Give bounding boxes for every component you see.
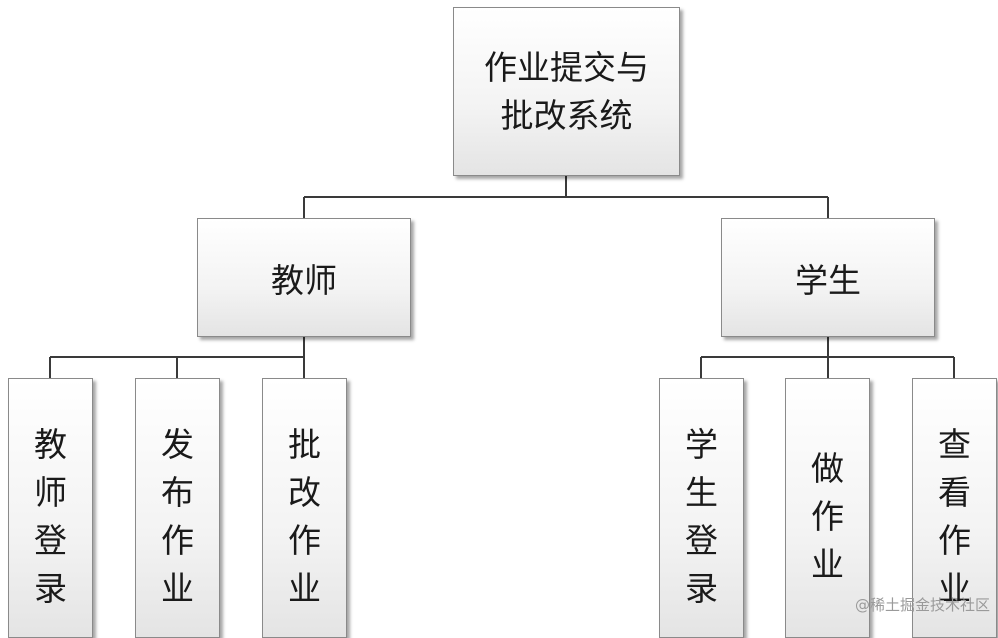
root-node: 作业提交与批改系统 xyxy=(453,7,680,176)
teacher-login-node: 教师登录 xyxy=(8,378,93,638)
grade-homework-label: 批改作业 xyxy=(288,425,321,608)
do-homework-node: 做作业 xyxy=(785,378,870,638)
student-login-label: 学生登录 xyxy=(685,425,718,608)
org-chart: 作业提交与批改系统 教师 学生 教师登录 发布作业 批改作业 学生登录 做作业 … xyxy=(8,7,997,638)
teacher-node: 教师 xyxy=(197,218,411,337)
watermark: @稀土掘金技术社区 xyxy=(854,596,990,614)
publish-homework-label: 发布作业 xyxy=(161,425,194,608)
grade-homework-node: 批改作业 xyxy=(262,378,347,638)
teacher-login-label: 教师登录 xyxy=(34,425,67,608)
student-node: 学生 xyxy=(721,218,935,337)
student-node-label: 学生 xyxy=(795,260,861,300)
do-homework-label: 做作业 xyxy=(811,449,844,584)
root-node-label: 作业提交与批改系统 xyxy=(484,47,649,135)
connector-lines xyxy=(49,176,955,378)
publish-homework-node: 发布作业 xyxy=(135,378,220,638)
view-homework-label: 查看作业 xyxy=(938,425,971,608)
student-login-node: 学生登录 xyxy=(659,378,744,638)
teacher-node-label: 教师 xyxy=(271,260,337,300)
view-homework-node: 查看作业 xyxy=(912,378,997,638)
